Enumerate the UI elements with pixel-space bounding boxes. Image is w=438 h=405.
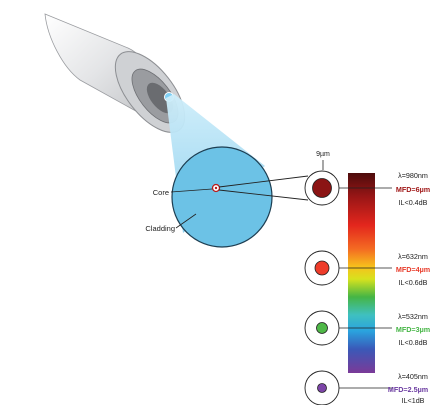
il-632: IL<0.6dB	[399, 278, 428, 287]
label-632: λ=632nm MFD=4µm IL<0.6dB	[396, 252, 430, 287]
il-532: IL<0.8dB	[399, 338, 428, 347]
mfd-405: MFD=2.5µm	[388, 385, 428, 394]
core-leader-line	[170, 188, 213, 193]
magnify-line-top	[218, 175, 309, 188]
mode-632	[304, 250, 392, 286]
fiber-connector	[44, 13, 186, 133]
mode-spot-980	[312, 178, 332, 198]
mode-405	[304, 370, 392, 405]
spectrum-bar	[348, 173, 375, 373]
wavelength-632: λ=632nm	[398, 252, 428, 261]
mode-532	[304, 310, 392, 346]
cladding-circle	[171, 146, 273, 248]
cladding-label: Cladding	[145, 224, 175, 233]
mfd-980: MFD=6µm	[396, 185, 430, 194]
wavelength-532: λ=532nm	[398, 312, 428, 321]
il-405: IL<1dB	[402, 396, 425, 405]
mode-980	[304, 170, 392, 206]
mode-spot-632	[314, 260, 330, 276]
mfd-532: MFD=3µm	[396, 325, 430, 334]
il-980: IL<0.4dB	[399, 198, 428, 207]
core-diameter-label: 9µm	[316, 151, 330, 158]
mode-spot-405	[317, 383, 327, 393]
mode-spot-532	[316, 322, 328, 334]
magnify-line-bottom	[218, 189, 309, 201]
core-label: Core	[153, 188, 169, 197]
label-532: λ=532nm MFD=3µm IL<0.8dB	[396, 312, 430, 347]
label-405: λ=405nm MFD=2.5µm IL<1dB	[388, 372, 428, 405]
mfd-632: MFD=4µm	[396, 265, 430, 274]
cladding-leader-line	[175, 213, 197, 229]
wavelength-980: λ=980nm	[398, 171, 428, 180]
wavelength-405: λ=405nm	[398, 372, 428, 381]
label-980: λ=980nm MFD=6µm IL<0.4dB	[396, 171, 430, 207]
